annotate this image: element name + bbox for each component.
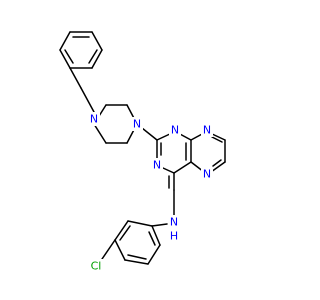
bond [212, 159, 222, 167]
atom-pyrazine-n5: N [203, 168, 211, 181]
atom-piperazine-n1: N [90, 113, 98, 126]
bond [93, 123, 107, 144]
bond [151, 223, 168, 227]
bond [91, 31, 103, 51]
bond [59, 49, 71, 69]
bond [151, 225, 161, 246]
bond [114, 220, 129, 241]
bond [127, 220, 153, 227]
bond [124, 259, 149, 265]
atom-pyrimidine-n1: N [171, 124, 179, 137]
bonds [59, 31, 226, 265]
bond [127, 254, 147, 260]
molecule-structure: N N N N N N N H Cl [59, 31, 226, 273]
bond [99, 239, 116, 263]
bond [91, 49, 103, 69]
bond [69, 67, 82, 89]
bond [119, 225, 131, 241]
bond [173, 161, 192, 174]
bond [210, 161, 226, 173]
atom-labels: N N N N N N N H Cl [86, 112, 213, 273]
bond [88, 49, 98, 64]
bond [147, 244, 161, 265]
atom-pyrazine-n8: N [203, 124, 211, 137]
bond [64, 49, 74, 64]
bond [148, 231, 156, 246]
atom-pyrimidine-n3: N [153, 159, 161, 172]
bond [211, 136, 223, 143]
bond [162, 167, 175, 174]
atom-piperazine-n4: N [133, 118, 141, 131]
bond [59, 31, 71, 51]
bond [114, 239, 126, 261]
atom-amine-h: H [170, 230, 178, 243]
atom-amine-n: N [170, 216, 178, 229]
atom-chlorine: Cl [91, 260, 102, 273]
bond [80, 87, 95, 113]
